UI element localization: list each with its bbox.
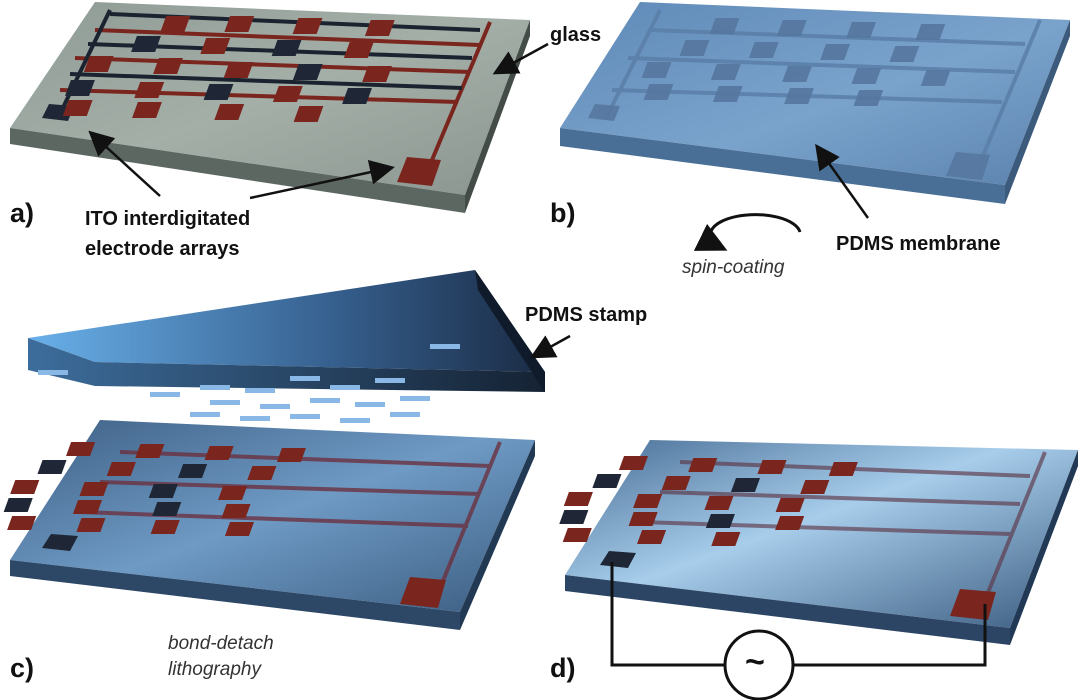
arrow-to-electrode-right [249,159,395,200]
panel-b-pdms-plate [560,2,1070,204]
label-electrodes-line1: ITO interdigitated [85,208,251,230]
label-spin-coating: spin-coating [682,257,785,278]
glass-top-face [10,2,530,195]
plate-c-front-edge [10,560,460,630]
buried-electrode-pads [588,18,990,180]
glass-front-edge [10,128,465,213]
plate-d-front-edge [565,575,1010,645]
panel-letter-a: a) [10,198,35,228]
pdms-top-face [560,2,1070,185]
label-pdms-stamp: PDMS stamp [525,304,648,326]
panel-letter-d: d) [550,653,576,683]
arrow-to-pdms-membrane [815,143,870,219]
plate-d-pads [559,456,996,620]
ac-circuit-wires [610,562,987,667]
stamp-side-face [28,338,545,392]
stamp-right-face [475,270,545,392]
plate-d-top-face [565,440,1078,628]
electrode-pads-a [42,16,441,186]
spin-arrow [693,213,802,251]
panel-letter-c: c) [10,653,35,683]
contact-pad-dark-d [600,551,636,568]
contact-pad-red [397,157,441,186]
panel-d-plate [559,440,1078,645]
label-litho-line1: bond-detach [168,633,274,654]
pdms-right-edge [1005,20,1070,204]
ac-source-circle [723,629,795,700]
panel-c-plate [3,420,535,630]
plate-d-right-edge [1010,450,1078,645]
arrow-to-stamp [529,334,571,359]
panel-a-glass-plate [10,2,530,213]
panel-letter-b: b) [550,198,576,228]
arrow-to-electrode-left [88,130,161,197]
red-electrode-lines [59,21,492,161]
pdms-front-edge [560,128,1005,204]
arrow-to-glass [492,42,549,75]
label-pdms-membrane: PDMS membrane [836,233,1001,255]
plate-c-pads [3,442,446,608]
label-glass: glass [550,24,602,46]
plate-c-right-edge [460,440,535,630]
ac-symbol: ~ [745,643,765,681]
stamp-features [38,344,460,423]
label-litho-line2: lithography [168,659,261,680]
panel-c-pdms-stamp [28,270,545,423]
stamp-top-face [28,270,545,372]
label-electrodes-line2: electrode arrays [85,238,240,260]
plate-c-top-face [10,420,535,612]
